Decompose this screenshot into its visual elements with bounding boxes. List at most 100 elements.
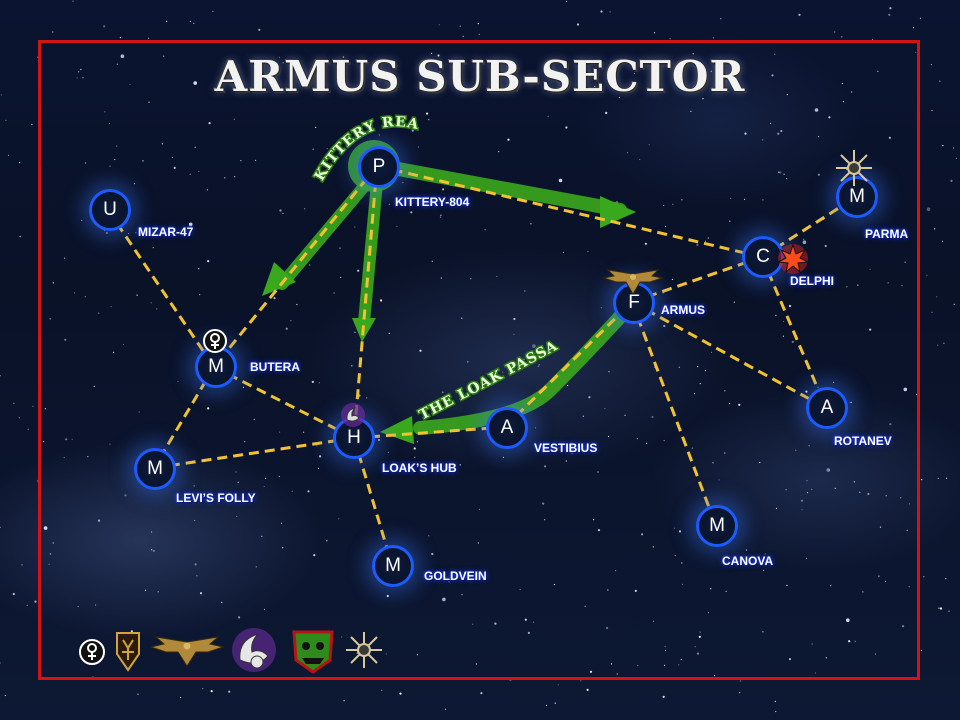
star (233, 118, 235, 120)
star (646, 442, 648, 444)
star (567, 384, 569, 387)
system-label-armus: ARMUS (661, 303, 705, 317)
star (80, 68, 82, 71)
star (263, 485, 265, 488)
star (81, 219, 83, 221)
star (584, 605, 586, 607)
star (255, 566, 257, 568)
system-node-goldvein[interactable]: M (372, 545, 414, 587)
star (338, 518, 340, 520)
system-node-rotanev[interactable]: A (806, 387, 848, 429)
star (194, 146, 196, 148)
star (339, 247, 341, 249)
system-node-canova[interactable]: M (696, 505, 738, 547)
system-node-butera[interactable]: M (195, 346, 237, 388)
star (148, 37, 150, 39)
star (152, 247, 154, 249)
star (888, 136, 892, 139)
lane-kittery-hub (352, 165, 379, 439)
star (576, 23, 580, 26)
star (817, 136, 820, 138)
star (605, 111, 608, 114)
imperial-aquila-icon (602, 269, 664, 295)
star (937, 344, 939, 346)
star (702, 98, 704, 100)
star (669, 38, 671, 40)
system-node-parma[interactable]: M (836, 176, 878, 218)
star (634, 589, 637, 593)
system-label-kittery: KITTERY-804 (395, 195, 470, 209)
star (440, 277, 442, 279)
star (194, 519, 196, 522)
star (762, 631, 764, 633)
star (786, 584, 788, 587)
star (72, 0, 74, 2)
route-arrowhead-west (380, 416, 414, 444)
star (729, 220, 731, 222)
star (889, 7, 892, 10)
system-node-hub[interactable]: H (333, 417, 375, 459)
system-node-levi[interactable]: M (134, 448, 176, 490)
star (386, 594, 389, 598)
star (888, 13, 891, 16)
star (681, 583, 684, 586)
star (664, 649, 667, 652)
system-node-kittery[interactable]: P (358, 146, 400, 188)
star (948, 610, 950, 612)
star (586, 688, 589, 692)
star (537, 365, 539, 367)
star (906, 529, 908, 532)
lane-kittery-butera (212, 165, 379, 368)
star (930, 64, 933, 66)
star (885, 495, 887, 497)
star (253, 418, 255, 420)
star (459, 464, 461, 466)
star (411, 129, 414, 132)
lane-butera-hub (213, 365, 355, 440)
star (912, 27, 915, 29)
star (459, 25, 461, 27)
star (693, 393, 696, 395)
star (442, 597, 446, 602)
star (950, 179, 953, 182)
star (825, 657, 827, 659)
star (704, 240, 707, 242)
star (872, 38, 874, 41)
star (696, 652, 700, 655)
system-node-vestibius[interactable]: A (486, 407, 528, 449)
star (166, 20, 168, 22)
star (237, 481, 239, 483)
star (290, 320, 292, 322)
star (109, 443, 111, 445)
star (724, 452, 726, 454)
star (663, 324, 666, 328)
star (904, 261, 906, 263)
star (788, 304, 792, 308)
star (472, 623, 474, 625)
star (673, 527, 676, 529)
system-label-levi: LEVI’S FOLLY (176, 491, 256, 505)
star (65, 438, 68, 441)
system-node-delphi[interactable]: C (742, 236, 784, 278)
star (208, 122, 211, 125)
star (775, 507, 778, 509)
star (156, 308, 158, 310)
star (582, 415, 584, 417)
star (317, 467, 320, 469)
star (814, 672, 817, 674)
system-node-mizar[interactable]: U (89, 189, 131, 231)
star (608, 371, 610, 373)
star (104, 111, 106, 113)
star (604, 408, 606, 410)
star (848, 640, 851, 643)
star (63, 456, 65, 459)
star (516, 90, 518, 92)
star (312, 148, 314, 150)
star (396, 65, 398, 67)
star (142, 160, 144, 162)
star (440, 214, 442, 216)
star (32, 405, 34, 407)
star (671, 278, 674, 280)
star (869, 328, 872, 331)
star (712, 37, 715, 39)
